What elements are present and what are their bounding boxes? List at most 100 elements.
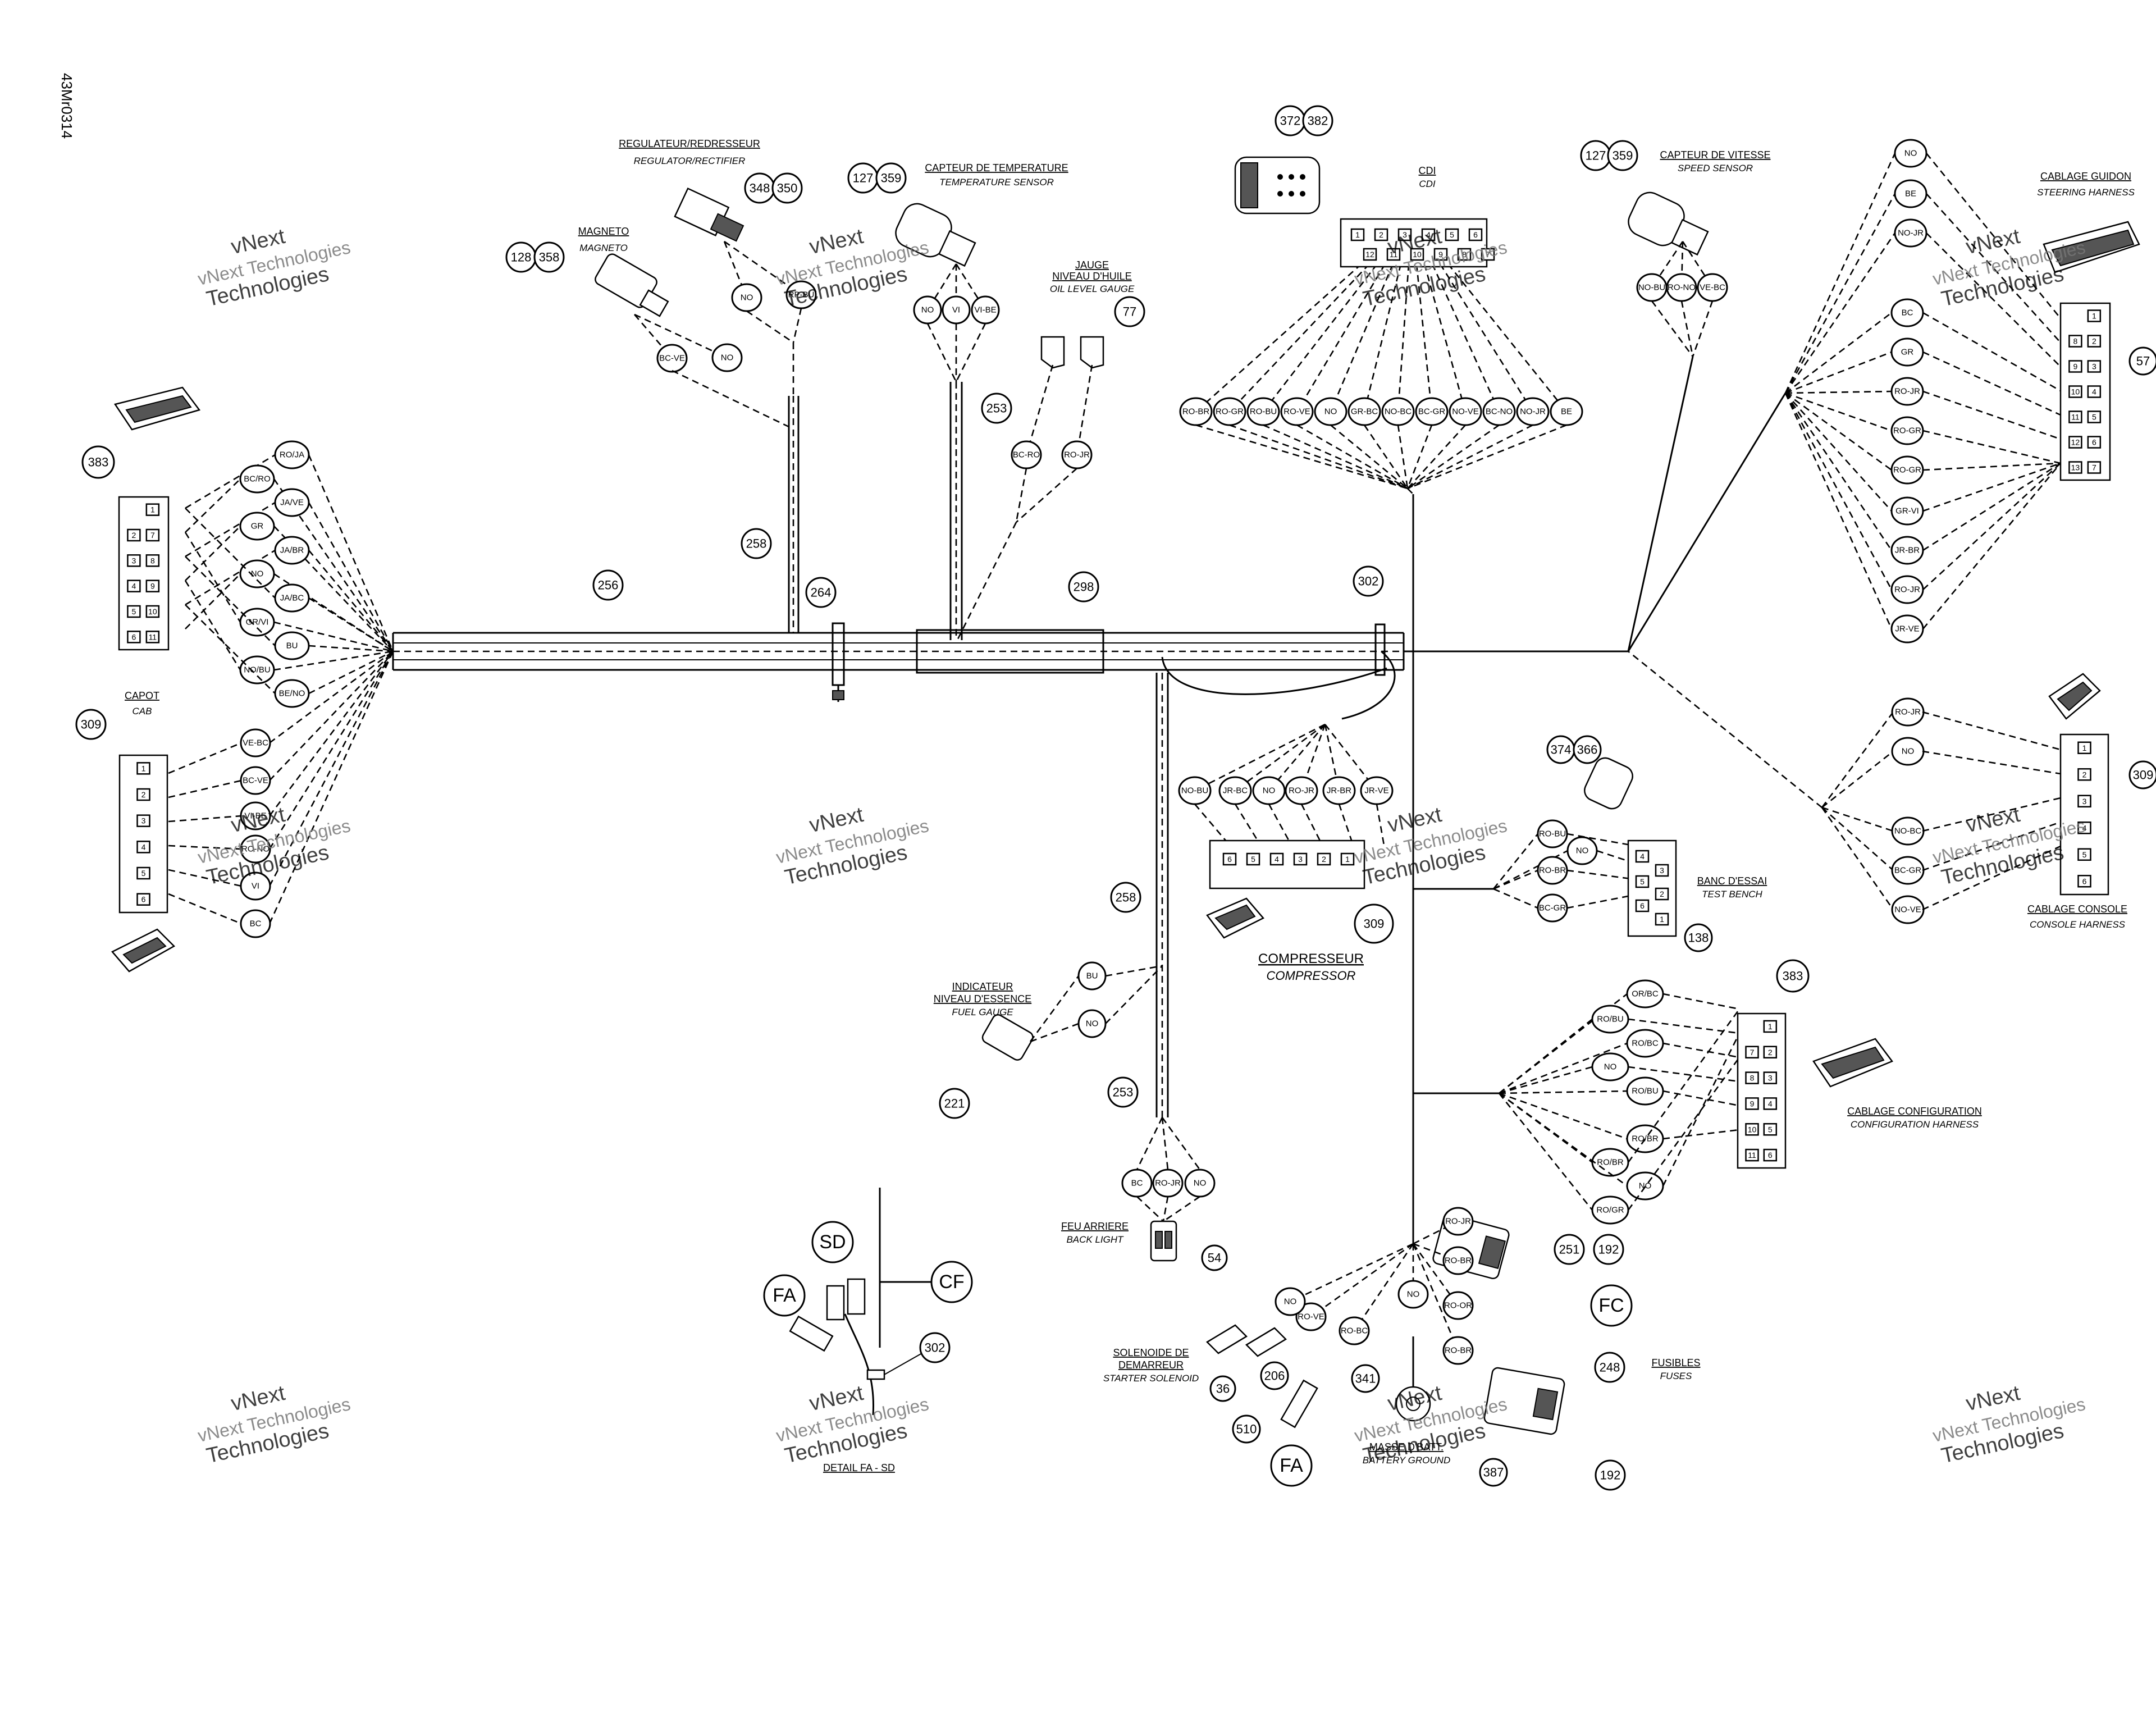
svg-text:CF: CF: [939, 1271, 964, 1293]
svg-text:BC: BC: [1131, 1179, 1143, 1188]
svg-text:JR-VE: JR-VE: [1895, 624, 1919, 634]
wire-config-6: RO/BR: [1591, 1148, 1629, 1177]
label-starter-fr2: DEMARREUR: [1118, 1359, 1184, 1371]
svg-text:248: 248: [1600, 1361, 1620, 1375]
wire-bottom-2: NO: [1397, 1280, 1429, 1309]
svg-text:6: 6: [1640, 901, 1645, 910]
svg-text:264: 264: [811, 586, 832, 600]
svg-text:NO-BU: NO-BU: [1181, 786, 1208, 796]
magneto-connector: [595, 253, 669, 317]
wire-back-2: NO: [1184, 1169, 1216, 1198]
svg-text:366: 366: [1577, 743, 1598, 757]
wire-oil-1: RO-JR: [1061, 440, 1093, 469]
svg-text:NO: NO: [741, 293, 753, 303]
ref-309-comp: 309: [1354, 903, 1394, 944]
svg-text:JR-BR: JR-BR: [1327, 786, 1351, 796]
svg-text:9: 9: [1750, 1099, 1755, 1108]
svg-text:10: 10: [1748, 1125, 1757, 1134]
ref-248: 248: [1594, 1352, 1625, 1383]
wire-cdi-3: RO-VE: [1280, 397, 1314, 426]
wire-left383-2: JA/VE: [274, 488, 310, 517]
svg-text:RO-VE: RO-VE: [1283, 407, 1310, 417]
svg-text:1: 1: [1345, 855, 1350, 864]
svg-text:NO: NO: [1284, 1297, 1297, 1307]
label-starter-en: STARTER SOLENOID: [1103, 1373, 1199, 1384]
svg-text:GR: GR: [251, 522, 264, 531]
wire-console-1: NO: [1891, 737, 1925, 766]
svg-text:358: 358: [539, 250, 560, 264]
detail-cf: CF: [930, 1261, 973, 1303]
svg-text:BU: BU: [286, 641, 298, 651]
svg-text:FA: FA: [1280, 1455, 1303, 1476]
wire-temp-2: VI-BE: [971, 295, 1000, 325]
svg-text:BE/NO: BE/NO: [279, 689, 305, 699]
svg-text:6: 6: [2082, 877, 2087, 886]
svg-text:NO-VE: NO-VE: [1452, 407, 1479, 417]
svg-text:359: 359: [881, 171, 902, 185]
svg-text:387: 387: [1483, 1466, 1504, 1480]
label-back-en: BACK LIGHT: [1066, 1234, 1124, 1245]
svg-text:BC-GR: BC-GR: [1894, 866, 1922, 875]
svg-text:RP-BU: RP-BU: [788, 290, 815, 300]
battery-ground-terminal: [1395, 1336, 1431, 1422]
wire-cdi-1: RO-GR: [1213, 397, 1246, 426]
svg-text:BC-RO: BC-RO: [1013, 450, 1040, 460]
svg-text:NO: NO: [1639, 1181, 1652, 1191]
svg-text:138: 138: [1688, 931, 1709, 945]
ref-341: 341: [1351, 1364, 1380, 1393]
wire-steer-6: RO-GR: [1890, 416, 1924, 445]
svg-text:2: 2: [2082, 770, 2087, 779]
wire-temp-0: NO: [913, 295, 942, 325]
wire-console-3: BC-GR: [1891, 856, 1925, 885]
svg-text:BC: BC: [1902, 308, 1913, 318]
ref-302-detail: 302: [919, 1332, 951, 1363]
svg-text:RO-OR: RO-OR: [1444, 1301, 1472, 1311]
svg-text:FA: FA: [773, 1285, 796, 1306]
svg-text:RO-NO: RO-NO: [1668, 283, 1696, 293]
wire-bottom-4: RO-BC: [1339, 1316, 1370, 1345]
wire-cab-3: RO-NO: [240, 834, 271, 864]
detail-fa-bottom: FA: [1270, 1444, 1313, 1487]
label-regulator-en: REGULATOR/RECTIFIER: [634, 156, 746, 166]
wire-cab-0: VE-BC: [240, 728, 271, 757]
ref-256: 256: [592, 569, 624, 601]
wire-speed-0: NO-BU: [1636, 273, 1668, 302]
wire-cdi-9: BC-NO: [1482, 397, 1516, 426]
label-fuses-en: FUSES: [1660, 1371, 1692, 1381]
wire-steer-4: GR: [1890, 337, 1924, 367]
ref-128: 128: [505, 241, 537, 273]
svg-text:13: 13: [2071, 463, 2080, 472]
svg-text:2: 2: [1379, 230, 1383, 239]
svg-text:RO-GR: RO-GR: [1893, 466, 1921, 475]
wire-left383-5: NO: [239, 559, 275, 588]
svg-text:2: 2: [132, 531, 136, 540]
svg-text:5: 5: [1640, 877, 1645, 886]
svg-text:RO-NO: RO-NO: [241, 845, 270, 854]
cdi-connector: [1234, 156, 1321, 215]
wire-config-2: RO/BC: [1626, 1029, 1664, 1058]
wire-config-3: NO: [1591, 1052, 1629, 1081]
speed-sensor: [1628, 191, 1709, 256]
wire-regulator-0: NO: [731, 283, 762, 312]
label-cab-fr: CAPOT: [125, 690, 159, 701]
ref-138: 138: [1684, 923, 1713, 952]
ref-387: 387: [1479, 1458, 1508, 1487]
svg-text:9: 9: [2073, 362, 2078, 371]
ref-358: 358: [533, 241, 565, 273]
svg-text:309: 309: [81, 718, 102, 732]
svg-text:309: 309: [2133, 768, 2154, 782]
wire-fuel-0: BU: [1077, 961, 1107, 991]
svg-text:NO: NO: [1407, 1290, 1420, 1299]
svg-text:NO-BC: NO-BC: [1385, 407, 1412, 417]
label-comp-en: COMPRESSOR: [1267, 969, 1356, 983]
wire-cab-1: BC-VE: [240, 766, 271, 795]
wire-left383-6: JA/BC: [274, 583, 310, 613]
oil-gauge-terminals: [1040, 336, 1104, 369]
svg-text:12: 12: [1365, 250, 1374, 259]
svg-text:RO-BR: RO-BR: [1445, 1346, 1472, 1356]
label-fuses-fr: FUSIBLES: [1651, 1357, 1700, 1368]
svg-text:SD: SD: [819, 1231, 846, 1253]
wire-left383-0: RO/JA: [274, 440, 310, 469]
wire-cdi-8: NO-VE: [1449, 397, 1482, 426]
